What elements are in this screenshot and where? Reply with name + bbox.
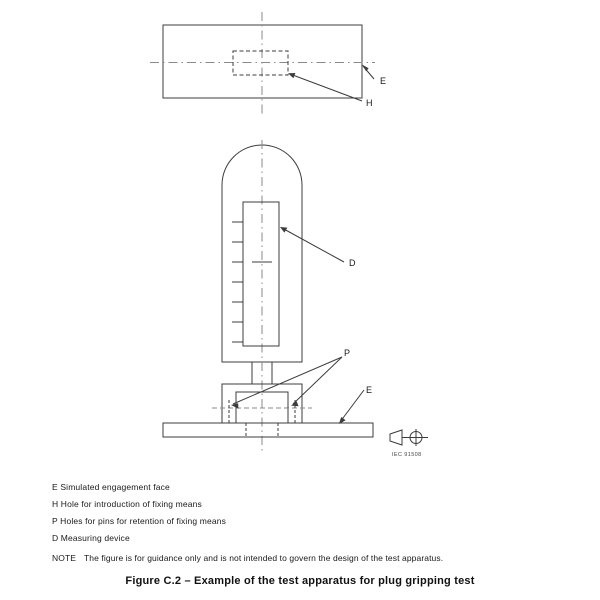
callout-leader-top-e: [362, 64, 375, 80]
pin-hole-right: [287, 400, 296, 423]
callout-leader-d: [280, 227, 345, 263]
base-plate-group: [162, 422, 374, 438]
legend-item-e: E Simulated engagement face: [52, 482, 170, 492]
note-row: NOTE The figure is for guidance only and …: [52, 553, 572, 563]
base-plate-outline: [162, 422, 374, 438]
note-label: NOTE: [52, 553, 77, 563]
callout-label-top-h: H: [366, 98, 373, 108]
figure-caption-text: Figure C.2 – Example of the test apparat…: [125, 575, 475, 587]
measuring-device-body-group: [221, 140, 303, 452]
figure-caption: Figure C.2 – Example of the test apparat…: [0, 571, 600, 589]
measuring-scale-bar: [242, 201, 280, 347]
callout-label-top-e: E: [380, 76, 386, 86]
callout-label-base-e: E: [366, 385, 372, 395]
legend-item-h: H Hole for introduction of fixing means: [52, 499, 202, 509]
callout-leader-base-e: [339, 389, 365, 424]
callout-leader-top-h: [288, 73, 363, 102]
iec-section-arrow-symbol: [389, 429, 428, 446]
legend-item-p: P Holes for pins for retention of fixing…: [52, 516, 226, 526]
legend-list: E Simulated engagement face H Hole for i…: [52, 479, 552, 547]
iec-reference-number: IEC 91508: [392, 452, 422, 458]
legend-item-d: D Measuring device: [52, 533, 130, 543]
callout-label-p: P: [344, 348, 350, 358]
pin-hole-left: [228, 400, 237, 423]
fixing-hole-outline: [232, 50, 289, 76]
note-block: NOTE The figure is for guidance only and …: [52, 553, 572, 563]
measuring-scale-ticks: [232, 221, 243, 343]
note-text: The figure is for guidance only and is n…: [84, 553, 444, 563]
callout-label-d: D: [349, 258, 356, 268]
top-plate-group: [150, 12, 375, 115]
stem-group: [251, 362, 273, 384]
callout-leader-p: [231, 356, 343, 409]
cylinder-body-outline: [221, 144, 303, 363]
